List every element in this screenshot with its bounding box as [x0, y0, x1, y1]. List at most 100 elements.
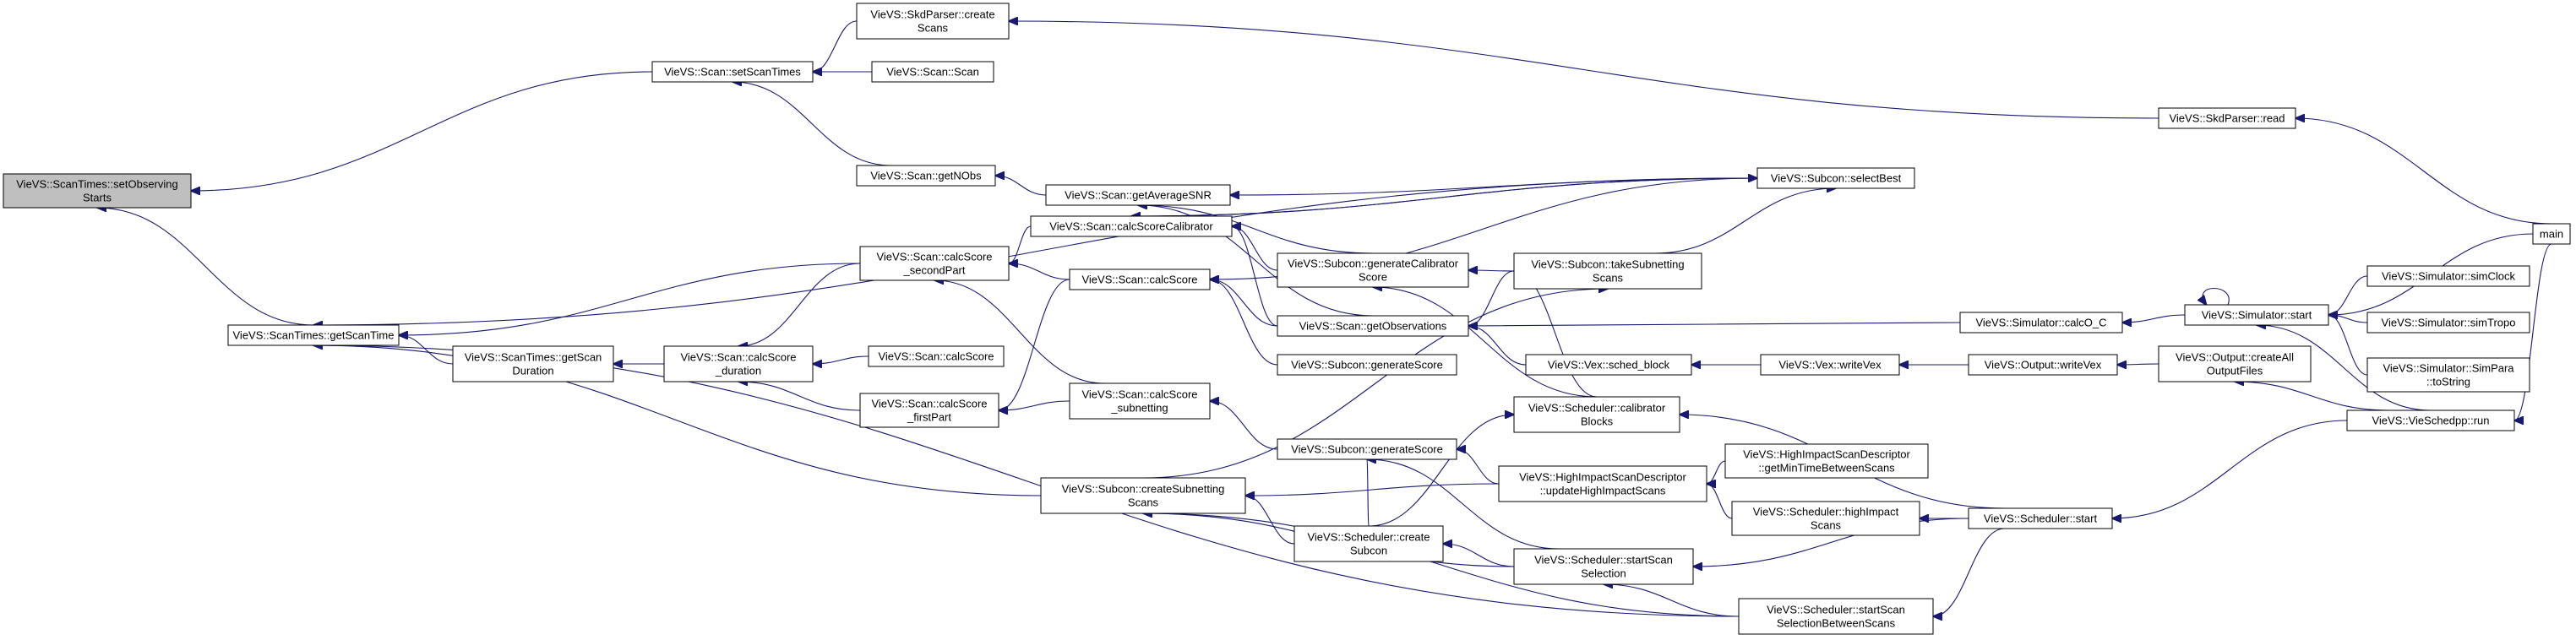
- node-label: VieVS::Scan::getObservations: [1299, 320, 1447, 333]
- node-calcScoreFirst[interactable]: VieVS::Scan::calcScore_firstPart: [859, 393, 999, 428]
- node-calcScore[interactable]: VieVS::Scan::calcScore: [1069, 268, 1211, 290]
- node-selectBest[interactable]: VieVS::Subcon::selectBest: [1756, 167, 1915, 189]
- edge-line: [1654, 188, 1837, 254]
- call-edge-updateHighImpact-to-createSubnetting: [1245, 483, 1500, 496]
- node-calcScoreSubnet[interactable]: VieVS::Scan::calcScore_subnetting: [1069, 382, 1211, 420]
- node-writeVex[interactable]: VieVS::Vex::writeVex: [1760, 354, 1900, 376]
- node-box: [1513, 252, 1702, 290]
- node-label: Selection: [1581, 567, 1626, 580]
- edge-line: [399, 263, 861, 335]
- node-label: VieVS::Subcon::generateScore: [1291, 359, 1443, 372]
- node-outWriteVex[interactable]: VieVS::Output::writeVex: [1968, 354, 2118, 376]
- node-getAverageSNR[interactable]: VieVS::Scan::getAverageSNR: [1045, 184, 1231, 206]
- node-simClock[interactable]: VieVS::Simulator::simClock: [2366, 265, 2530, 287]
- call-edge-getScanDuration-to-getScanTime: [399, 335, 454, 365]
- node-box: [1045, 184, 1231, 206]
- node-simTropo[interactable]: VieVS::Simulator::simTropo: [2366, 312, 2530, 334]
- node-schedStart[interactable]: VieVS::Scheduler::start: [1968, 507, 2113, 529]
- node-calcOC[interactable]: VieVS::Simulator::calcO_C: [1959, 312, 2123, 334]
- edge-line: [1232, 226, 1278, 271]
- call-edge-skdCreateScans-to-setScanTimes: [813, 20, 858, 72]
- node-startScanSelBetween[interactable]: VieVS::Scheduler::startScanSelectionBetw…: [1738, 598, 1934, 635]
- node-label: VieVS::Subcon::takeSubnetting: [1531, 258, 1684, 271]
- edge-line: [97, 208, 314, 326]
- node-label: VieVS::Scheduler::calibrator: [1528, 402, 1666, 415]
- node-calcScoreSecond[interactable]: VieVS::Scan::calcScore_secondPart: [859, 246, 1010, 281]
- edge-line: [2328, 275, 2368, 315]
- node-updateHighImpact[interactable]: VieVS::HighImpactScanDescriptor::updateH…: [1498, 465, 1707, 502]
- call-edge-simStart-to-simStart: [2203, 288, 2230, 306]
- node-calcScoreDuration[interactable]: VieVS::Scan::calcScore_duration: [663, 345, 814, 382]
- node-box: [1277, 438, 1457, 460]
- node-label: VieVS::ScanTimes::getScan: [465, 351, 602, 364]
- call-edge-createSubcon-to-genScore2: [1367, 459, 1369, 527]
- node-box: [1525, 354, 1692, 376]
- node-schedBlock[interactable]: VieVS::Vex::sched_block: [1525, 354, 1692, 376]
- node-main[interactable]: main: [2532, 223, 2571, 245]
- call-edge-calcScoreCalibrator-to-calcScoreSecond: [1009, 225, 1032, 263]
- call-edge-calcScoreSubnet-to-calcScoreFirst: [999, 400, 1070, 410]
- node-label: VieVS::Scan::calcScore: [1081, 274, 1197, 286]
- node-label: VieVS::Vex::sched_block: [1548, 359, 1670, 372]
- node-label: VieVS::Scheduler::startScan: [1534, 554, 1673, 567]
- edge-line: [934, 280, 1105, 384]
- node-label: _secondPart: [903, 264, 966, 277]
- call-edge-startScanSel-to-createSubcon: [1443, 544, 1515, 567]
- node-getScanTime[interactable]: VieVS::ScanTimes::getScanTime: [227, 324, 400, 346]
- edge-line: [1138, 205, 1374, 254]
- edge-line: [1368, 415, 1514, 527]
- edge-line: [2203, 288, 2230, 306]
- node-box: [1760, 354, 1900, 376]
- node-label: VieVS::ScanTimes::setObserving: [16, 178, 177, 191]
- edge-line: [999, 279, 1070, 410]
- node-genScore2[interactable]: VieVS::Subcon::generateScore: [1277, 438, 1457, 460]
- node-label: VieVS::Scan::calcScore: [878, 350, 994, 363]
- node-box: [1030, 215, 1233, 237]
- node-getNObs[interactable]: VieVS::Scan::getNObs: [856, 165, 996, 187]
- node-scanScan[interactable]: VieVS::Scan::Scan: [871, 61, 994, 83]
- node-label: VieVS::Scan::calcScore: [680, 351, 796, 364]
- node-box: [2184, 304, 2329, 326]
- node-label: VieVS::Scan::calcScore: [1081, 388, 1197, 401]
- node-skdRead[interactable]: VieVS::SkdParser::read: [2158, 107, 2296, 129]
- node-label: VieVS::Simulator::simTropo: [2382, 317, 2516, 329]
- call-edge-setScanTimes-to-setObservingStarts: [191, 71, 653, 191]
- edge-line: [2257, 325, 2432, 411]
- edge-line: [1367, 459, 1369, 527]
- call-edge-createSubnetting-to-takeSubnetting: [1142, 289, 1608, 479]
- call-edge-getMinTime-to-updateHighImpact: [1707, 460, 1726, 484]
- edge-line: [1230, 177, 1758, 195]
- node-box: [856, 3, 1010, 40]
- node-label: VieVS::Simulator::calcO_C: [1975, 317, 2106, 329]
- node-getMinTime[interactable]: VieVS::HighImpactScanDescriptor::getMinT…: [1724, 443, 1929, 479]
- node-calcScore2[interactable]: VieVS::Scan::calcScore: [868, 345, 1005, 367]
- node-label: VieVS::VieSchedpp::run: [2372, 415, 2489, 427]
- node-genScore1[interactable]: VieVS::Subcon::generateScore: [1277, 354, 1457, 376]
- edge-line: [1210, 279, 1278, 366]
- node-calcScoreCalibrator[interactable]: VieVS::Scan::calcScoreCalibrator: [1030, 215, 1233, 237]
- node-setScanTimes[interactable]: VieVS::Scan::setScanTimes: [651, 61, 814, 83]
- edge-line: [313, 345, 1042, 496]
- node-label: VieVS::Scan::getNObs: [870, 170, 982, 182]
- node-simStart[interactable]: VieVS::Simulator::start: [2184, 304, 2329, 326]
- call-edge-getObservations-to-getAverageSNR: [1138, 205, 1374, 317]
- node-simParaToString[interactable]: VieVS::Simulator::SimPara::toString: [2366, 357, 2530, 393]
- node-box: [2158, 345, 2312, 382]
- node-vieSchedRun[interactable]: VieVS::VieSchedpp::run: [2346, 409, 2515, 431]
- node-label: VieVS::Output::writeVex: [1985, 359, 2102, 372]
- node-getObservations[interactable]: VieVS::Scan::getObservations: [1277, 315, 1469, 337]
- edge-line: [1009, 21, 2159, 119]
- node-label: Starts: [83, 192, 112, 204]
- edge-line: [1604, 584, 1740, 617]
